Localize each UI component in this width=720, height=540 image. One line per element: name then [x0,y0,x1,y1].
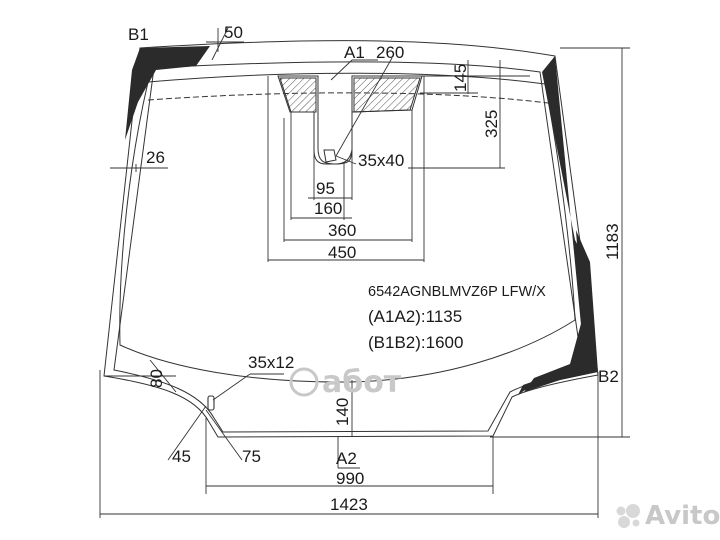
dim-side-26: 26 [146,148,165,167]
a1a2-value: (A1A2):1135 [368,307,462,326]
glass-outline [103,40,599,438]
dim-right-325: 325 [482,110,501,138]
dim-h1183: 1183 [603,223,622,260]
svg-text:Avito: Avito [645,501,720,531]
dim-w160: 160 [314,199,342,218]
dim-w1423: 1423 [330,495,368,514]
hatched-right [353,77,421,113]
svg-text:aбот: aбот [322,365,402,400]
dim-right-145: 145 [451,64,470,92]
dim-left-80: 80 [147,369,166,388]
watermark-avito: Avito [616,501,720,531]
dim-top-left: 50 [224,23,243,42]
b1b2-value: (B1B2):1600 [368,333,463,352]
frit-dashed-line [147,92,549,104]
dim-vin: 35x12 [248,353,294,372]
point-b1-label: B1 [128,25,149,44]
black-band-left [125,46,210,140]
watermark-center: aбот [289,365,402,400]
vin-window [207,395,215,411]
dim-w990: 990 [336,469,364,488]
dim-h140: 140 [333,398,352,426]
dim-left-45: 45 [172,447,191,466]
dim-left-75: 75 [242,447,261,466]
dim-sensor: 35x40 [358,151,404,170]
dim-top-center: 260 [376,43,404,62]
point-a2-label: A2 [336,449,357,468]
point-b2-label: B2 [598,367,619,386]
part-code: 6542AGNBLMVZ6P LFW/X [368,284,546,300]
dim-w95: 95 [316,179,335,198]
dim-w450: 450 [328,243,356,262]
hatched-left [279,77,317,113]
point-a1-label: A1 [344,43,365,62]
dim-w360: 360 [328,221,356,240]
black-band-right-inner [524,230,598,392]
sensor-pad [323,149,337,163]
